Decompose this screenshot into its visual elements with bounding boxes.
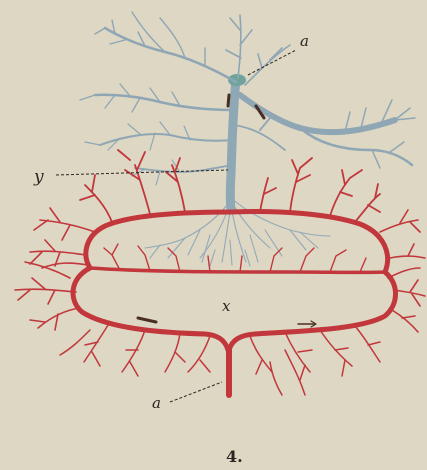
label-a-top: a: [300, 32, 309, 50]
label-y: y: [33, 167, 44, 187]
figure-number: 4.: [226, 447, 243, 466]
label-a-bottom: a: [152, 394, 161, 412]
label-x: x: [222, 297, 231, 315]
